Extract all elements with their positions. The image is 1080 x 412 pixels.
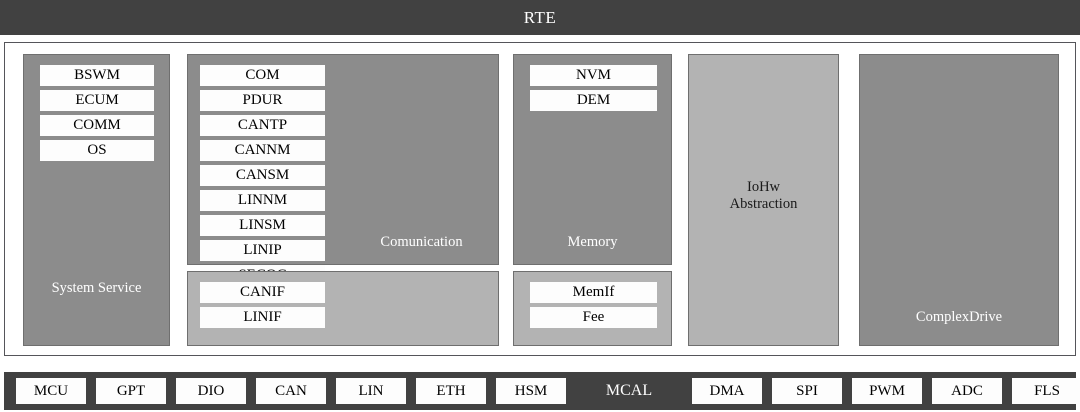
iohw-label-line-2: Abstraction (729, 195, 798, 212)
mcal-module-chip[interactable]: SPI (772, 378, 842, 404)
block-system-service[interactable]: BSWM ECUM COMM OS System Service (23, 54, 170, 346)
block-memory-interface[interactable]: MemIf Fee (513, 271, 672, 346)
mcal-module-chip[interactable]: CAN (256, 378, 326, 404)
block-complex-drive[interactable]: ComplexDrive (859, 54, 1059, 346)
rte-layer-bar: RTE (0, 0, 1080, 35)
block-label-communication: Comunication (380, 234, 463, 250)
module-chip[interactable]: CANNM (200, 140, 325, 161)
module-chip[interactable]: ECUM (40, 90, 154, 111)
block-communication[interactable]: COM PDUR CANTP CANNM CANSM LINNM LINSM L… (187, 54, 499, 311)
module-chip[interactable]: Fee (530, 307, 657, 328)
module-chip[interactable]: COMM (40, 115, 154, 136)
block-communication-interface[interactable]: CANIF LINIF (187, 271, 499, 346)
module-chip[interactable]: BSWM (40, 65, 154, 86)
module-chip[interactable]: CANIF (200, 282, 325, 303)
module-chip[interactable]: MemIf (530, 282, 657, 303)
communication-interface-module-list: CANIF LINIF (200, 282, 325, 328)
mcal-module-chip[interactable]: ETH (416, 378, 486, 404)
mcal-module-chip[interactable]: LIN (336, 378, 406, 404)
memory-interface-module-list: MemIf Fee (530, 282, 657, 328)
module-chip[interactable]: NVM (530, 65, 657, 86)
mcal-module-chip[interactable]: ADC (932, 378, 1002, 404)
module-chip[interactable]: PDUR (200, 90, 325, 111)
module-chip[interactable]: OS (40, 140, 154, 161)
block-label-memory: Memory (567, 234, 618, 250)
mcal-label: MCAL (605, 382, 653, 399)
block-label-system-service: System Service (51, 280, 142, 296)
rte-label: RTE (523, 7, 557, 27)
module-chip[interactable]: CANTP (200, 115, 325, 136)
block-label-iohw-abstraction: IoHw Abstraction (689, 179, 838, 212)
module-chip[interactable]: CANSM (200, 165, 325, 186)
system-service-module-list: BSWM ECUM COMM OS (40, 65, 154, 161)
module-chip[interactable]: COM (200, 65, 325, 86)
mcal-module-chip[interactable]: DMA (692, 378, 762, 404)
mcal-module-chip[interactable]: HSM (496, 378, 566, 404)
module-chip[interactable]: LINIP (200, 240, 325, 261)
memory-module-list: NVM DEM (530, 65, 657, 111)
block-label-complex-drive: ComplexDrive (915, 309, 1003, 325)
mcal-module-chip[interactable]: DIO (176, 378, 246, 404)
iohw-label-line-1: IoHw (746, 179, 781, 195)
block-iohw-abstraction[interactable]: IoHw Abstraction (688, 54, 839, 346)
module-chip[interactable]: LINIF (200, 307, 325, 328)
mcal-module-chip[interactable]: FLS (1012, 378, 1080, 404)
mcal-layer-bar: MCU GPT DIO CAN LIN ETH HSM MCAL DMA SPI… (4, 372, 1080, 410)
bsw-layer-container: BSWM ECUM COMM OS System Service COM PDU… (4, 42, 1076, 356)
mcal-module-chip[interactable]: MCU (16, 378, 86, 404)
block-memory[interactable]: NVM DEM Memory (513, 54, 672, 265)
module-chip[interactable]: DEM (530, 90, 657, 111)
module-chip[interactable]: LINNM (200, 190, 325, 211)
mcal-module-chip[interactable]: GPT (96, 378, 166, 404)
module-chip[interactable]: LINSM (200, 215, 325, 236)
mcal-module-chip[interactable]: PWM (852, 378, 922, 404)
